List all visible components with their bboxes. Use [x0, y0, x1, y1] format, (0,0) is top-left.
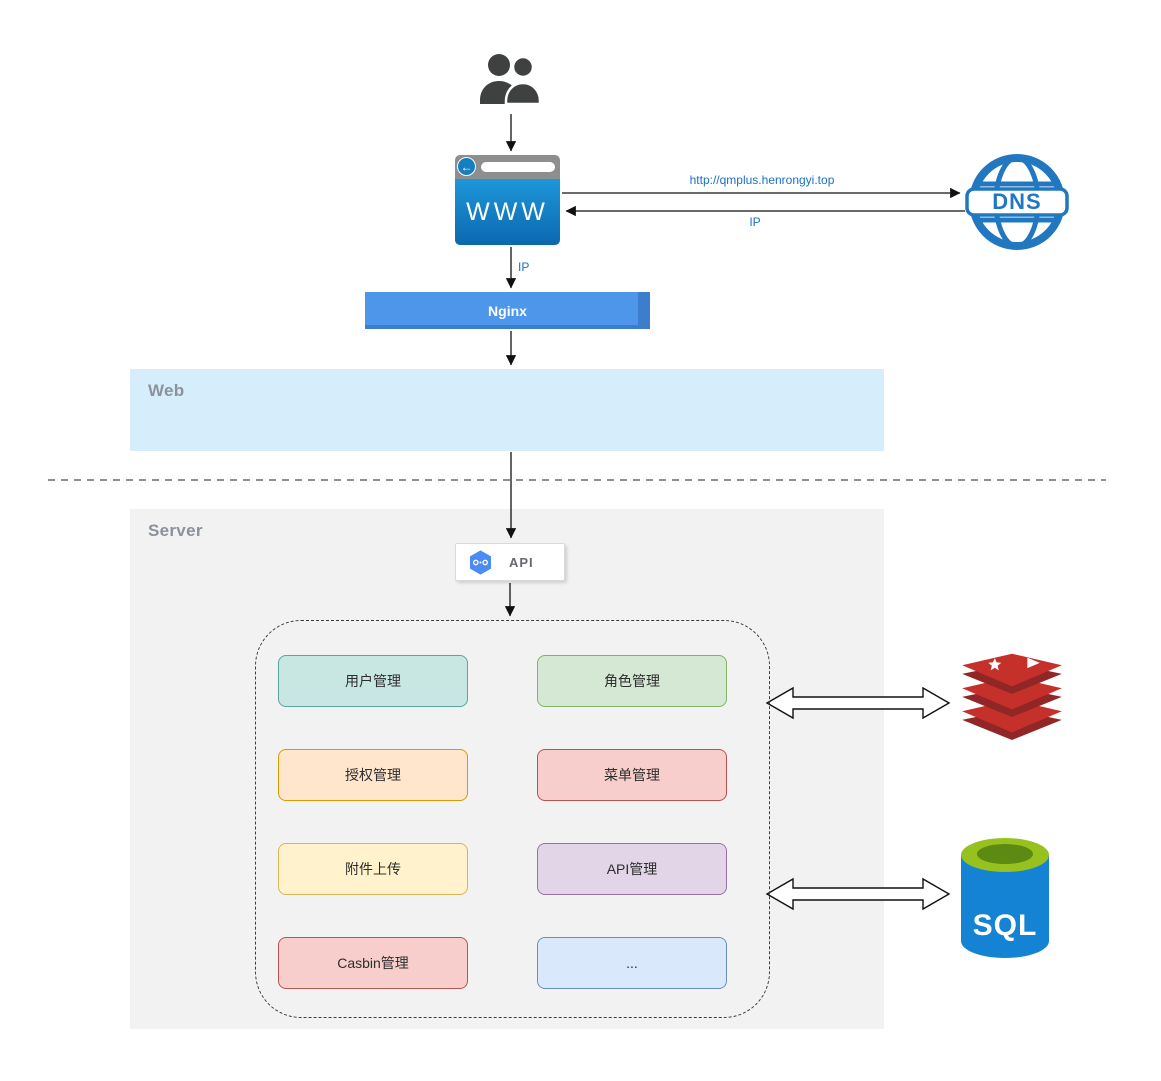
module-role-management: 角色管理 — [537, 655, 727, 707]
browser-www-label: WWW — [466, 197, 549, 226]
module-user-management: 用户管理 — [278, 655, 468, 707]
browser-body: WWW — [455, 179, 560, 245]
edge-label-ip-dns: IP — [749, 215, 761, 229]
module-group-container: 用户管理 角色管理 授权管理 菜单管理 附件上传 API管理 Casbin管理 … — [255, 620, 770, 1018]
users-icon — [480, 54, 542, 106]
nginx-box: Nginx — [365, 292, 650, 329]
edge-label-url: http://qmplus.henrongyi.top — [689, 173, 835, 187]
browser-toolbar: ← — [455, 155, 560, 179]
module-api-management: API管理 — [537, 843, 727, 895]
redis-icon — [962, 653, 1062, 740]
module-auth-management: 授权管理 — [278, 749, 468, 801]
nginx-label: Nginx — [488, 302, 527, 319]
dns-label: DNS — [992, 189, 1041, 214]
browser-address-bar — [481, 162, 555, 172]
api-box: API — [455, 543, 565, 581]
api-label: API — [509, 554, 534, 570]
sql-database-icon: SQL — [961, 838, 1049, 958]
module-file-upload: 附件上传 — [278, 843, 468, 895]
server-zone-label: Server — [148, 521, 203, 540]
api-hexagon-icon — [469, 549, 492, 575]
redis-triangle-decoration — [1027, 657, 1040, 669]
web-zone-label: Web — [148, 381, 185, 400]
edge-label-ip-nginx: IP — [518, 260, 530, 274]
module-grid: 用户管理 角色管理 授权管理 菜单管理 附件上传 API管理 Casbin管理 … — [256, 621, 769, 989]
dns-icon: DNS — [965, 154, 1069, 250]
dns-banner — [965, 187, 1069, 217]
back-arrow-icon: ← — [457, 157, 476, 176]
redis-star-decoration — [988, 658, 1002, 671]
module-menu-management: 菜单管理 — [537, 749, 727, 801]
module-casbin-management: Casbin管理 — [278, 937, 468, 989]
browser-window: ← WWW — [455, 155, 560, 245]
sql-label: SQL — [973, 909, 1038, 942]
module-more: ... — [537, 937, 727, 989]
web-zone: Web — [130, 369, 884, 451]
